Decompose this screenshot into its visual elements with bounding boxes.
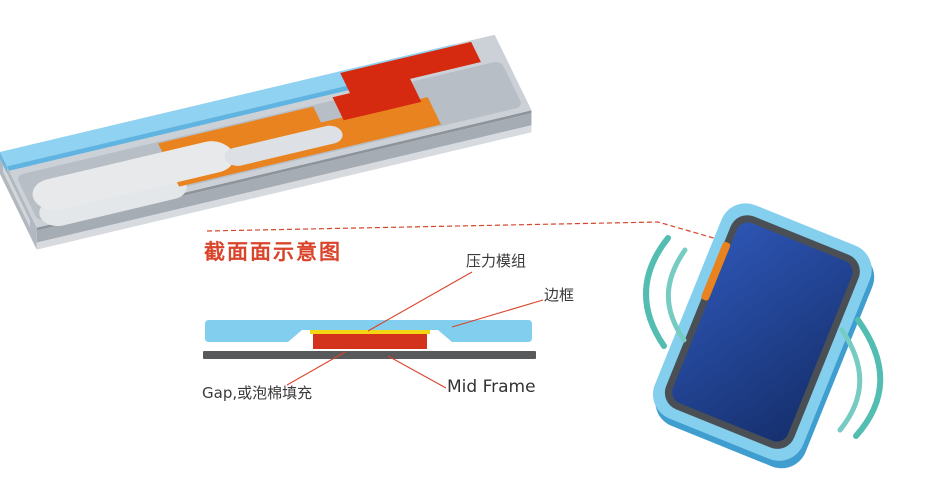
squeeze-arc-left-outer-icon bbox=[643, 235, 671, 349]
squeeze-arc-right-inner-icon bbox=[837, 327, 863, 433]
squeeze-arc-right-outer-icon bbox=[853, 317, 884, 439]
phone-sensor-strip bbox=[701, 241, 731, 301]
leader-mid-frame bbox=[387, 355, 447, 389]
leader-gap-fill bbox=[286, 351, 346, 386]
mid-frame-bar bbox=[203, 351, 536, 359]
label-gap-fill: Gap,或泡棉填充 bbox=[202, 384, 313, 402]
glass-end-face bbox=[0, 152, 7, 173]
cross-section-2d bbox=[203, 271, 544, 389]
phone-illustration bbox=[643, 203, 884, 469]
frame-top-surface bbox=[0, 34, 532, 228]
label-pressure-module: 压力模组 bbox=[466, 252, 527, 270]
label-bezel: 边框 bbox=[544, 286, 575, 304]
adhesive-strip bbox=[310, 330, 430, 334]
frame-end-cut-channel bbox=[3, 165, 30, 228]
front-face-base-band bbox=[36, 125, 532, 250]
squeeze-arc-left-inner-icon bbox=[665, 247, 688, 343]
frame-3d-illustration bbox=[0, 34, 532, 250]
pressure-module-block bbox=[313, 334, 427, 349]
section-title: 截面面示意图 bbox=[204, 240, 342, 264]
connector-red bbox=[332, 41, 481, 121]
label-mid-frame: Mid Frame bbox=[447, 377, 536, 397]
leader-pressure-module bbox=[367, 271, 473, 332]
leader-bezel bbox=[451, 299, 544, 328]
projection-dashed-line bbox=[206, 221, 725, 242]
phone-screen bbox=[672, 222, 853, 442]
front-face-body bbox=[36, 113, 532, 243]
gasket-channel bbox=[32, 141, 234, 211]
gasket-slot bbox=[224, 125, 343, 166]
bezel-shape bbox=[205, 320, 532, 342]
